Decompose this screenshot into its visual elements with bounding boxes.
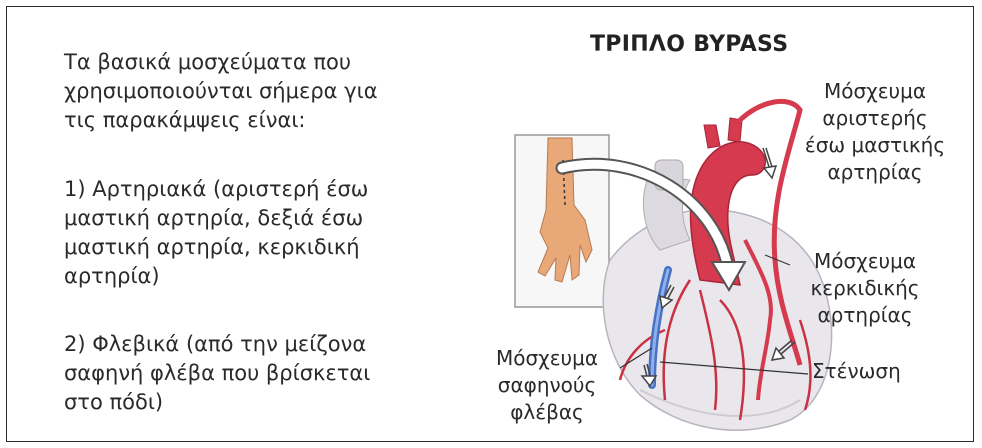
radial-graft-label: Μόσχευμα κερκιδικής αρτηρίας	[790, 248, 940, 329]
saphenous-graft-label: Μόσχευμα σαφηνούς φλέβας	[472, 345, 622, 426]
stenosis-label: Στένωση	[812, 358, 932, 385]
lima-graft-label: Μόσχευμα αριστερής έσω μαστικής αρτηρίας	[780, 78, 970, 186]
